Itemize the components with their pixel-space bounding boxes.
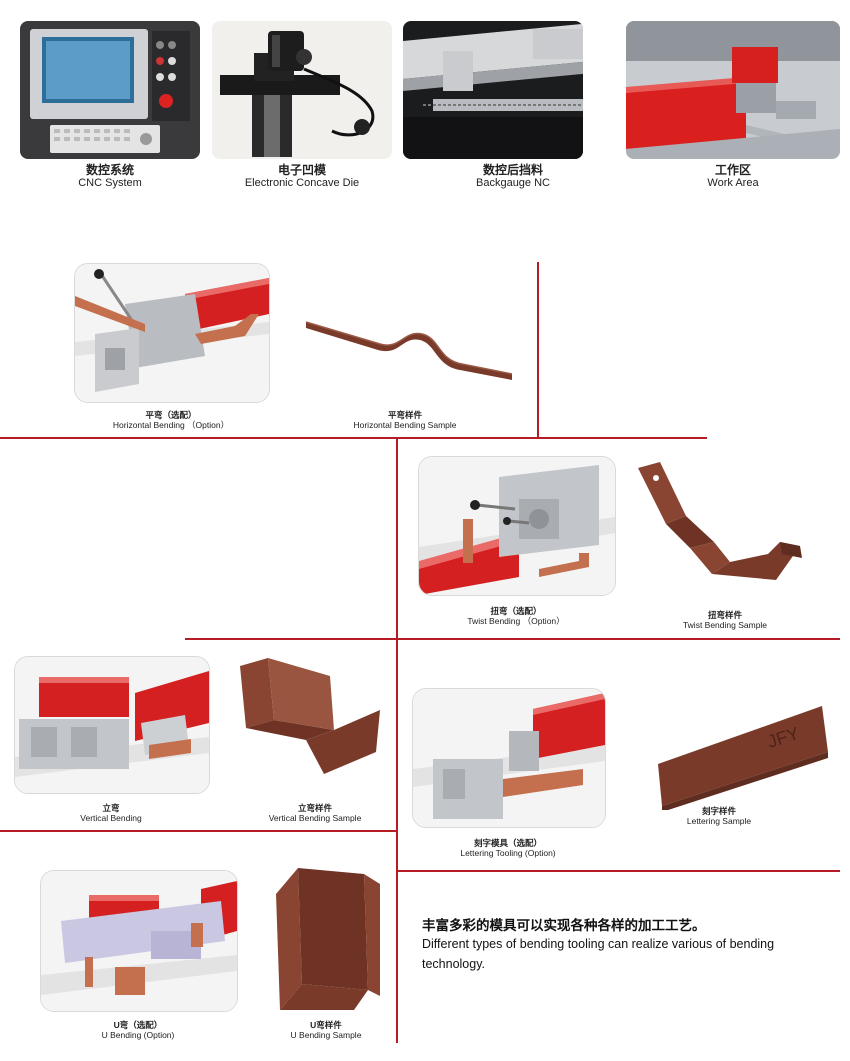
electronic-concave-die-photo <box>212 21 392 159</box>
backgauge-nc-photo <box>403 21 583 159</box>
work-area-photo <box>626 21 840 159</box>
caption-en: Twist Bending Sample <box>682 620 768 630</box>
caption-en: Lettering Sample <box>686 816 752 826</box>
caption-cn: 扭弯（选配） <box>490 606 542 616</box>
caption-en: Vertical Bending <box>80 813 142 823</box>
vertical-bending-sample-caption: 立弯样件 Vertical Bending Sample <box>240 803 390 823</box>
lettering-sample-caption: 刻字样件 Lettering Sample <box>660 806 778 826</box>
divider-v1 <box>537 262 539 438</box>
horizontal-bending-tool-image <box>74 263 270 403</box>
summary-cn: 丰富多彩的模具可以实现各种各样的加工工艺。 <box>422 918 706 933</box>
vertical-bending-tool-image <box>14 656 210 794</box>
caption-cn: 刻字样件 <box>701 806 736 816</box>
caption-cn: 扭弯样件 <box>707 610 742 620</box>
caption-en: Electronic Concave Die <box>244 177 360 189</box>
lettering-sample-image: JFY <box>652 700 830 810</box>
caption-cn: 立弯样件 <box>297 803 332 813</box>
caption-en: Horizontal Bending Sample <box>353 420 457 430</box>
caption-cn: 数控后挡料 <box>482 163 543 177</box>
caption-en: CNC System <box>78 177 142 189</box>
cnc-system-photo <box>20 21 200 159</box>
u-bending-sample-caption: U弯样件 U Bending Sample <box>262 1020 390 1040</box>
vertical-bending-caption: 立弯 Vertical Bending <box>14 803 208 823</box>
divider-h3 <box>0 830 396 832</box>
vertical-bending-sample-image <box>230 656 390 786</box>
caption-cn: 电子凹模 <box>277 163 326 177</box>
caption-cn: 刻字模具（选配） <box>473 838 542 848</box>
horizontal-bending-sample-caption: 平弯样件 Horizontal Bending Sample <box>300 410 510 430</box>
caption-en: U Bending (Option) <box>101 1030 175 1040</box>
caption-en: Horizontal Bending （Option） <box>112 420 230 430</box>
caption-en: Lettering Tooling (Option) <box>460 848 556 858</box>
caption-cn: U弯（选配） <box>113 1020 163 1030</box>
horizontal-bending-caption: 平弯（选配） Horizontal Bending （Option） <box>74 410 268 430</box>
caption-cn: U弯样件 <box>310 1020 342 1030</box>
caption-cn: 平弯（选配） <box>145 410 197 420</box>
twist-bending-tool-image <box>418 456 616 596</box>
divider-v2 <box>396 437 398 1043</box>
caption-en: U Bending Sample <box>290 1030 362 1040</box>
caption-cn: 数控系统 <box>85 163 134 177</box>
caption-cn: 工作区 <box>714 163 751 177</box>
cnc-system-caption: 数控系统 CNC System <box>20 164 200 190</box>
backgauge-nc-caption: 数控后挡料 Backgauge NC <box>413 164 613 190</box>
twist-bending-sample-caption: 扭弯样件 Twist Bending Sample <box>640 610 810 630</box>
caption-en: Work Area <box>707 177 759 189</box>
twist-bending-sample-image <box>630 462 808 592</box>
twist-bending-caption: 扭弯（选配） Twist Bending （Option） <box>418 606 614 626</box>
u-bending-caption: U弯（选配） U Bending (Option) <box>40 1020 236 1040</box>
u-bending-sample-image <box>268 864 388 1014</box>
u-bending-tool-image <box>40 870 238 1012</box>
divider-h1 <box>0 437 707 439</box>
lettering-tooling-image <box>412 688 606 828</box>
lettering-tooling-caption: 刻字模具（选配） Lettering Tooling (Option) <box>412 838 604 858</box>
caption-en: Vertical Bending Sample <box>268 813 362 823</box>
divider-h4 <box>396 870 840 872</box>
summary-en: Different types of bending tooling can r… <box>422 937 775 971</box>
divider-h2 <box>185 638 840 640</box>
caption-cn: 平弯样件 <box>387 410 422 420</box>
caption-en: Backgauge NC <box>476 177 550 189</box>
horizontal-bending-sample-image <box>300 300 520 390</box>
caption-en: Twist Bending （Option） <box>467 616 565 626</box>
electronic-concave-die-caption: 电子凹模 Electronic Concave Die <box>212 164 392 190</box>
work-area-caption: 工作区 Work Area <box>626 164 840 190</box>
caption-cn: 立弯 <box>102 803 120 813</box>
